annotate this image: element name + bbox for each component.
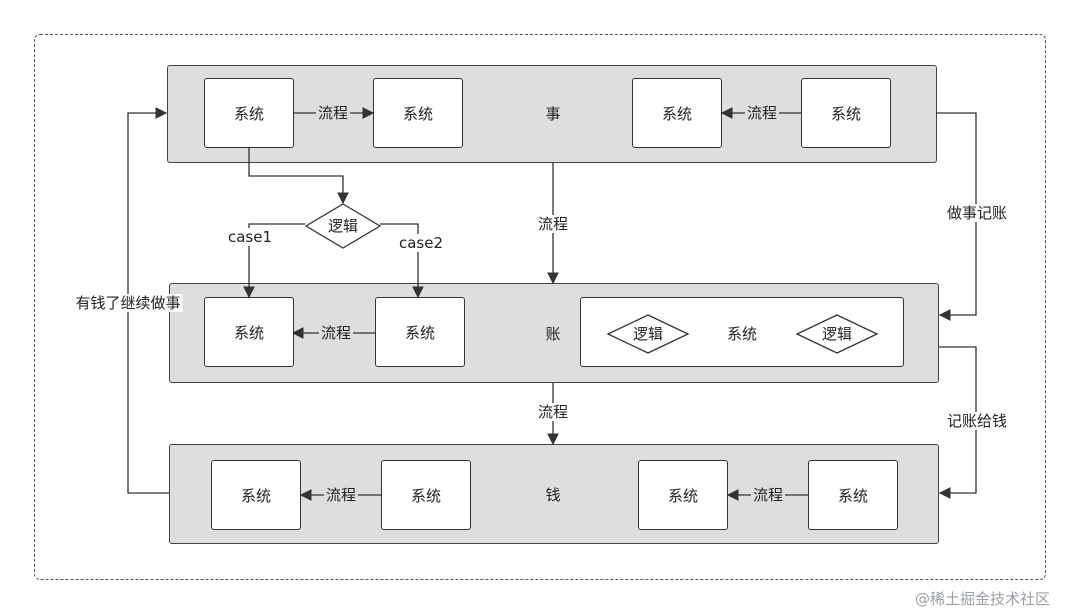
diamond-zhang-left-label: 逻辑	[632, 325, 664, 343]
flow-label-shi-b: 流程	[744, 104, 780, 122]
watermark: @稀土掘金技术社区	[915, 590, 1051, 608]
zhang-system-box-2: 系统	[375, 297, 465, 367]
arrow-case1	[243, 223, 305, 299]
flow-label-qian-b: 流程	[750, 486, 786, 504]
qian-system-box-4: 系统	[808, 460, 898, 530]
flow-label-shi-to-zhang: 流程	[535, 215, 571, 233]
arrow-case2	[380, 223, 424, 299]
flow-label-zhang: 流程	[318, 324, 354, 342]
case1-label: case1	[225, 228, 275, 246]
qian-system-box-2: 系统	[381, 460, 471, 530]
qian-system-box-1: 系统	[211, 460, 301, 530]
record-and-pay-label: 记账给钱	[944, 412, 1010, 430]
shi-system-box-1: 系统	[204, 78, 294, 148]
flow-label-qian-a: 流程	[323, 486, 359, 504]
flow-label-shi-a: 流程	[315, 104, 351, 122]
arrow-shi-to-logic	[248, 148, 349, 205]
money-loop-label: 有钱了继续做事	[73, 294, 183, 312]
diamond-top-label: 逻辑	[327, 217, 359, 235]
qian-system-box-3: 系统	[638, 460, 728, 530]
zhang-system-box-1: 系统	[204, 297, 294, 367]
diamond-top	[304, 203, 382, 249]
zhang-system-box-3-label: 系统	[726, 325, 758, 343]
shi-system-box-2: 系统	[373, 78, 463, 148]
lane-qian-name: 钱	[545, 486, 561, 504]
shi-system-box-3: 系统	[632, 78, 722, 148]
shi-system-box-4: 系统	[801, 78, 891, 148]
case2-label: case2	[396, 234, 446, 252]
diamond-zhang-right-label: 逻辑	[821, 325, 853, 343]
lane-zhang-name: 账	[545, 325, 561, 343]
do-and-record-label: 做事记账	[944, 204, 1010, 222]
flow-label-zhang-to-qian: 流程	[535, 403, 571, 421]
outer-dashed-frame	[34, 34, 1046, 580]
lane-shi-name: 事	[545, 105, 561, 123]
